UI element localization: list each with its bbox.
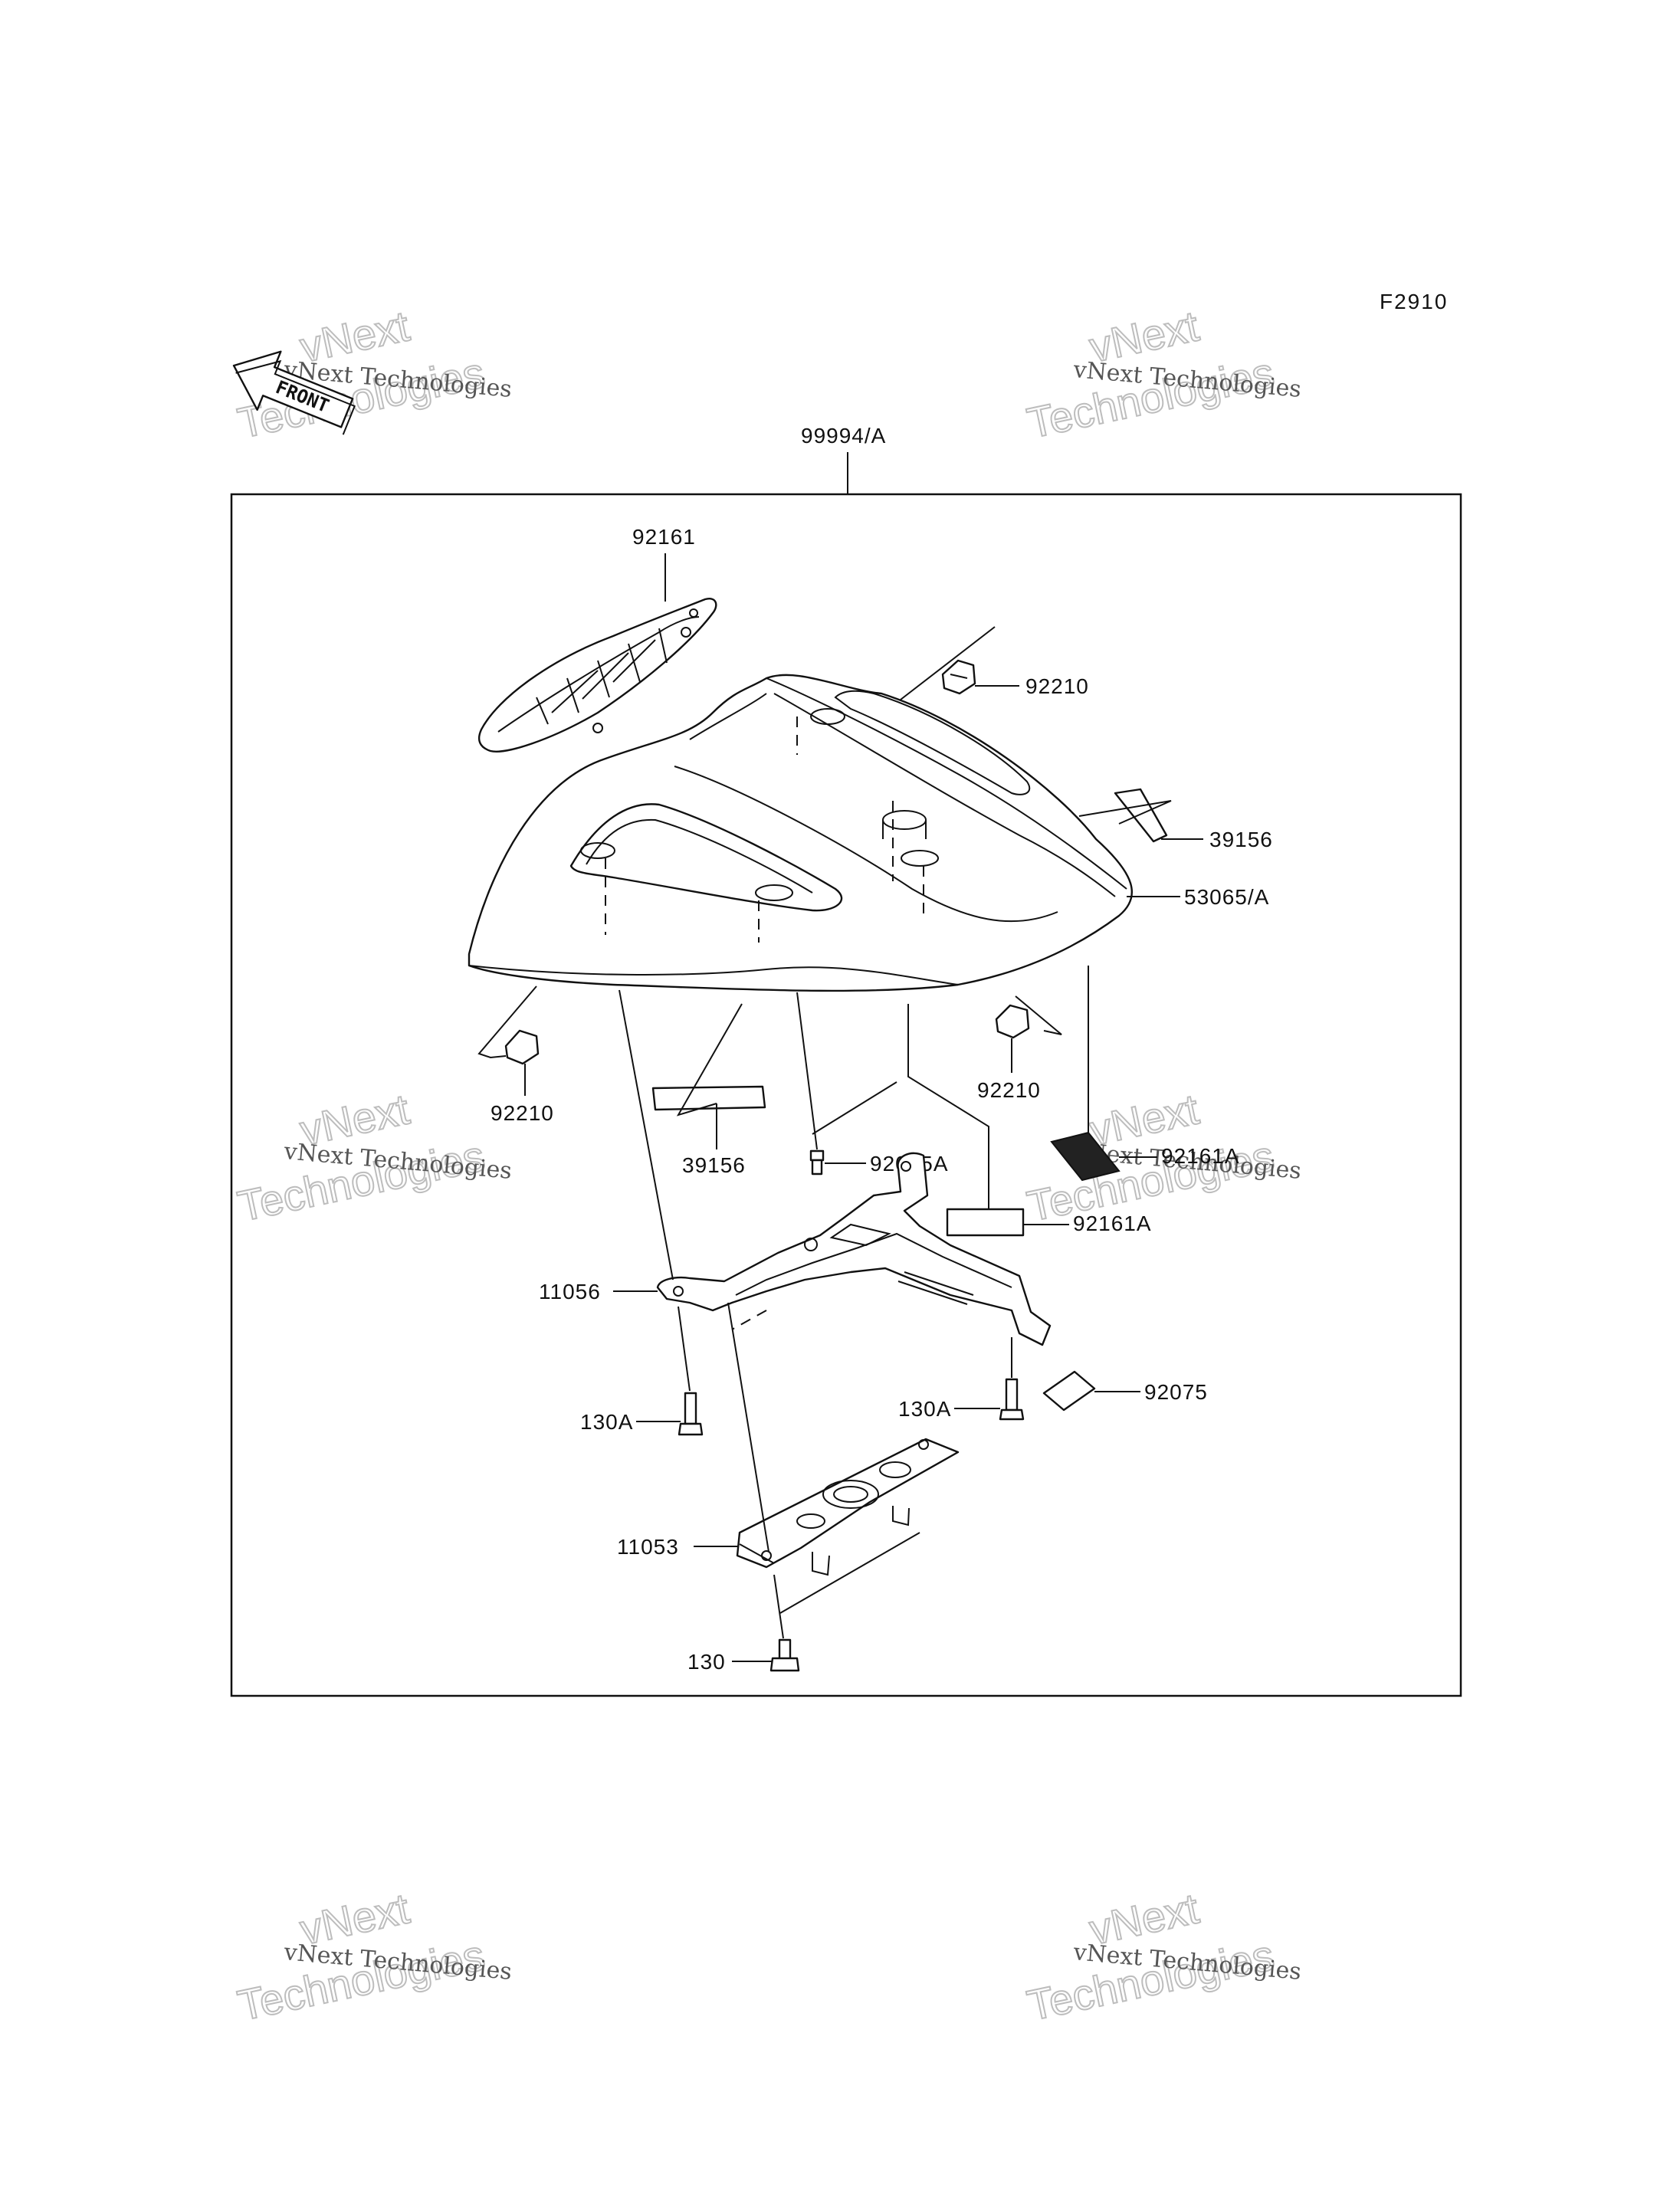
clip-right-diag [1015,995,1062,1035]
plate-axis [727,1302,769,1553]
screw-center-axis [796,992,818,1150]
stripe-left-label: 39156 [682,1153,746,1177]
cowl-panel-label: 92161 [632,525,696,549]
stripe-left-diag [676,1003,743,1117]
clip-left-diag [477,985,537,1059]
kit-frame [230,493,1462,1697]
screw-center-guide [812,1081,897,1135]
screw-center [809,1149,825,1176]
plate [736,1438,960,1576]
stripe-right [1114,788,1168,843]
bolt-left-axis [678,1306,691,1392]
stripe-right-label: 39156 [1209,828,1273,851]
bracket [656,1152,1052,1346]
seat-cowl [468,674,1133,992]
stripe-right-diag [1078,800,1172,825]
bolt-right-label: 130A [898,1397,951,1421]
bracket-axis-left [619,989,674,1280]
pad-lower-label: 92161A [1073,1212,1152,1235]
pad-lower-axis [907,1004,989,1209]
clip-right-label: 92210 [977,1078,1041,1102]
clip-left [504,1029,540,1065]
seat-cover-label: 53065/A [1184,885,1269,909]
figure-code: F2910 [1380,290,1448,313]
clip-left-label: 92210 [491,1101,554,1125]
assembly-label: 99994/A [801,424,886,448]
clip-top-diag [900,626,996,700]
cowl-panel [478,598,717,753]
damper [1042,1370,1096,1412]
pad-upper [1050,1131,1121,1182]
bracket-label: 11056 [539,1280,601,1303]
pad-upper-label: 92161A [1161,1144,1240,1168]
bolt-right [999,1378,1025,1421]
stripe-left [651,1085,766,1111]
bolt-left-label: 130A [580,1410,633,1434]
bolt-bottom [769,1638,800,1672]
watermark-group: vNext Technologies vNext Technologies vN… [233,300,1302,2031]
bolt-bottom-label: 130 [687,1650,726,1674]
bracket-hidden [731,1310,767,1330]
bolt-left [678,1392,704,1436]
pad-lower [946,1208,1025,1237]
plate-label: 11053 [617,1535,679,1559]
clip-top-label: 92210 [1025,674,1089,698]
damper-label: 92075 [1144,1380,1208,1404]
bolt-bottom-axis [773,1574,784,1639]
clip-top [941,659,976,695]
plate-guide [779,1532,920,1614]
clip-right [995,1004,1030,1039]
